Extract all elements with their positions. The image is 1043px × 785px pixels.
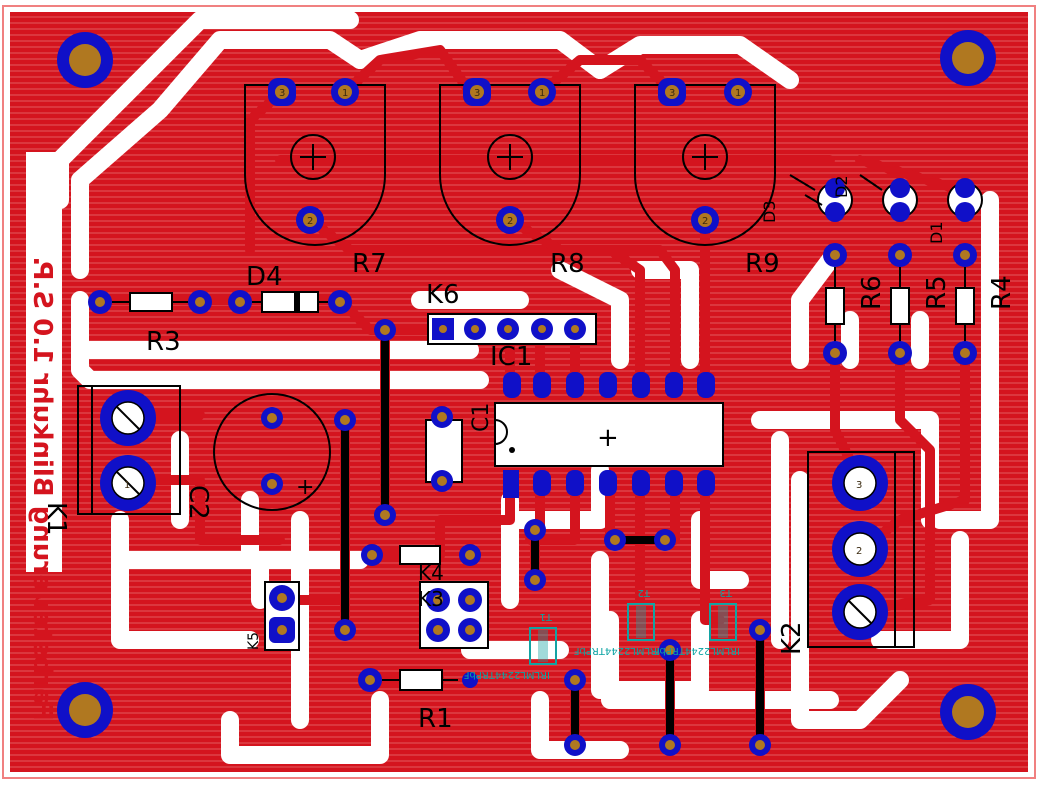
potentiometer-r9 <box>634 78 776 246</box>
resistor-small <box>361 544 481 566</box>
capacitor-c2 <box>213 393 331 511</box>
potentiometer-r7 <box>244 78 386 246</box>
label-d1: D1 <box>927 222 946 245</box>
vias <box>334 319 771 756</box>
mounting-hole-bottom-right <box>940 684 996 740</box>
mounting-hole-bottom-left <box>57 682 113 738</box>
label-r3: R3 <box>146 327 181 357</box>
connector-k3-k4 <box>419 581 489 649</box>
resistor-r1 <box>358 668 478 692</box>
board-title: Farbsteuerung Blinkuhr 1.0 S.P. <box>27 256 57 721</box>
r7-pin3: 3 <box>279 88 285 99</box>
label-ic1: IC1 <box>490 342 532 372</box>
board-title-group: Farbsteuerung Blinkuhr 1.0 S.P. <box>26 152 62 721</box>
label-r5: R5 <box>922 275 952 310</box>
label-c1: C1 <box>469 403 494 432</box>
label-r4: R4 <box>987 275 1017 310</box>
r9-pin3: 3 <box>669 88 675 99</box>
ic1-plus-mark: + <box>597 423 619 453</box>
label-k5: K5 <box>246 632 262 650</box>
r7-pin2: 2 <box>307 216 313 227</box>
label-d2: D2 <box>832 176 851 199</box>
label-c2: C2 <box>183 485 213 520</box>
label-t2: T2 <box>638 587 651 598</box>
potentiometer-r8 <box>439 78 581 246</box>
r9-pin1: 1 <box>735 88 741 99</box>
label-t3: T3 <box>720 587 733 598</box>
r8-pin2: 2 <box>507 216 513 227</box>
resistor-r5 <box>888 243 912 365</box>
mounting-hole-top-right <box>940 30 996 86</box>
transistor-t2 <box>627 603 655 641</box>
c2-plus-mark: + <box>296 475 314 500</box>
r8-pin1: 1 <box>539 88 545 99</box>
label-irlml-t2: IRLML2244TRPbF <box>573 645 660 656</box>
transistor-t1 <box>529 627 557 665</box>
label-k1: K1 <box>41 502 71 536</box>
terminal-k1 <box>77 385 181 515</box>
label-t1: T1 <box>540 611 553 622</box>
board-outline <box>2 5 1036 779</box>
led-d3 <box>789 174 853 222</box>
connector-k6 <box>427 313 597 345</box>
led-d1 <box>947 178 983 222</box>
label-k3: K3 <box>418 587 444 611</box>
resistor-r6 <box>823 243 847 365</box>
diode-d4 <box>228 290 352 314</box>
k2-pin2: 2 <box>856 546 862 557</box>
label-irlml-t3: IRLML2244TRPbF <box>653 645 740 656</box>
label-r9: R9 <box>745 249 780 279</box>
label-d3: D3 <box>760 201 779 224</box>
k2-pin3: 3 <box>856 480 862 491</box>
label-r7: R7 <box>352 249 387 279</box>
connector-k5 <box>264 581 300 651</box>
r8-pin3: 3 <box>474 88 480 99</box>
label-r6: R6 <box>857 275 887 310</box>
capacitor-c1 <box>425 406 463 492</box>
label-k4: K4 <box>418 561 444 585</box>
label-r1: R1 <box>418 704 453 734</box>
label-k2: K2 <box>777 621 807 655</box>
r9-pin2: 2 <box>702 216 708 227</box>
led-d2 <box>859 174 918 222</box>
terminal-k2 <box>807 451 915 648</box>
label-k6: K6 <box>426 280 460 310</box>
transistor-t3 <box>709 603 737 641</box>
k1-pin1: 1 <box>124 480 130 491</box>
resistor-r3 <box>88 290 212 314</box>
label-r8: R8 <box>550 249 585 279</box>
ic1-package <box>494 372 724 498</box>
resistor-r4 <box>953 243 977 365</box>
mounting-hole-top-left <box>57 32 113 88</box>
label-irlml-t1: IRLML2244TRPbF <box>463 669 550 680</box>
r7-pin1: 1 <box>342 88 348 99</box>
label-d4: D4 <box>246 262 283 292</box>
